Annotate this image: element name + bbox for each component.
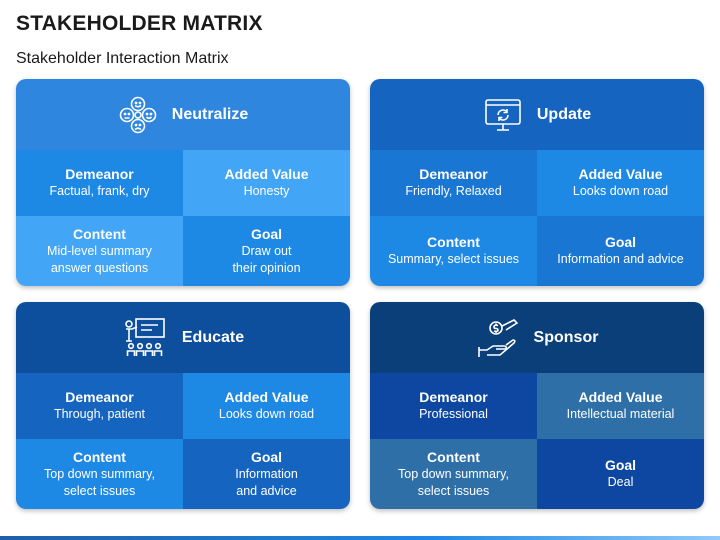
cell-content: Content Mid-level summary answer questio… [16, 216, 183, 286]
monitor-refresh-icon [483, 97, 523, 133]
cell-value: Friendly, Relaxed [405, 184, 502, 198]
cell-added-value: Added Value Honesty [183, 150, 350, 216]
cell-label: Demeanor [419, 389, 488, 405]
cell-label: Added Value [578, 166, 663, 182]
quadrant-header: Update [370, 79, 704, 150]
quadrant-title: Neutralize [171, 105, 249, 123]
cell-added-value: Added Value Looks down road [537, 150, 704, 216]
cell-value: Top down summary, select issues [398, 466, 509, 498]
cell-label: Goal [604, 457, 637, 473]
cell-goal: Goal Information and advice [537, 216, 704, 286]
cell-value: Factual, frank, dry [49, 184, 150, 198]
cell-label: Demeanor [65, 166, 134, 182]
cell-value: Through, patient [53, 407, 146, 421]
quadrant-header: Neutralize [16, 79, 350, 150]
cell-label: Goal [250, 225, 283, 242]
bottom-accent-bar [0, 536, 720, 540]
hand-coin-icon [476, 317, 520, 359]
cell-label: Content [427, 234, 480, 250]
cell-content: Content Top down summary, select issues [370, 439, 537, 509]
quadrant-header: Sponsor [370, 302, 704, 373]
cell-value: Honesty [243, 184, 290, 198]
cell-value: Summary, select issues [387, 252, 520, 266]
quadrant-title: Update [536, 105, 592, 123]
cell-value: Looks down road [572, 184, 669, 198]
cell-value: Top down summary, select issues [44, 466, 155, 498]
cell-value: Looks down road [218, 407, 315, 421]
cell-label: Demeanor [65, 389, 134, 405]
cell-value: Information and advice [557, 252, 684, 266]
cell-goal: Goal Information and advice [183, 439, 350, 509]
cell-label: Content [73, 448, 126, 465]
cell-content: Content Summary, select issues [370, 216, 537, 286]
quadrant-update: Update Demeanor Friendly, Relaxed Added … [370, 79, 704, 286]
quadrant-educate: Educate Demeanor Through, patient Added … [16, 302, 350, 509]
cell-label: Added Value [224, 166, 309, 182]
cell-value: Draw out their opinion [232, 243, 301, 275]
quadrant-neutralize: Neutralize Demeanor Factual, frank, dry … [16, 79, 350, 286]
cell-value: Mid-level summary answer questions [47, 243, 152, 275]
cell-label: Demeanor [419, 166, 488, 182]
cell-value: Professional [419, 407, 488, 421]
quadrant-sponsor: Sponsor Demeanor Professional Added Valu… [370, 302, 704, 509]
cell-label: Content [73, 225, 126, 242]
cell-demeanor: Demeanor Factual, frank, dry [16, 150, 183, 216]
cell-value: Information and advice [235, 466, 298, 498]
cell-content: Content Top down summary, select issues [16, 439, 183, 509]
cell-label: Added Value [578, 389, 663, 405]
cell-value: Intellectual material [566, 407, 675, 421]
faces-icon [118, 95, 158, 135]
cell-label: Content [427, 448, 480, 465]
cell-goal: Goal Deal [537, 439, 704, 509]
cell-demeanor: Demeanor Professional [370, 373, 537, 439]
quadrant-title: Sponsor [533, 328, 599, 346]
quadrant-header: Educate [16, 302, 350, 373]
presentation-icon [122, 316, 168, 360]
quadrant-title: Educate [181, 328, 245, 346]
cell-demeanor: Demeanor Through, patient [16, 373, 183, 439]
cell-goal: Goal Draw out their opinion [183, 216, 350, 286]
cell-label: Added Value [224, 389, 309, 405]
page-title: STAKEHOLDER MATRIX [16, 12, 263, 35]
cell-value: Deal [607, 475, 634, 489]
page-subtitle: Stakeholder Interaction Matrix [16, 50, 229, 67]
cell-demeanor: Demeanor Friendly, Relaxed [370, 150, 537, 216]
cell-added-value: Added Value Looks down road [183, 373, 350, 439]
cell-added-value: Added Value Intellectual material [537, 373, 704, 439]
cell-label: Goal [250, 448, 283, 465]
cell-label: Goal [604, 234, 637, 250]
